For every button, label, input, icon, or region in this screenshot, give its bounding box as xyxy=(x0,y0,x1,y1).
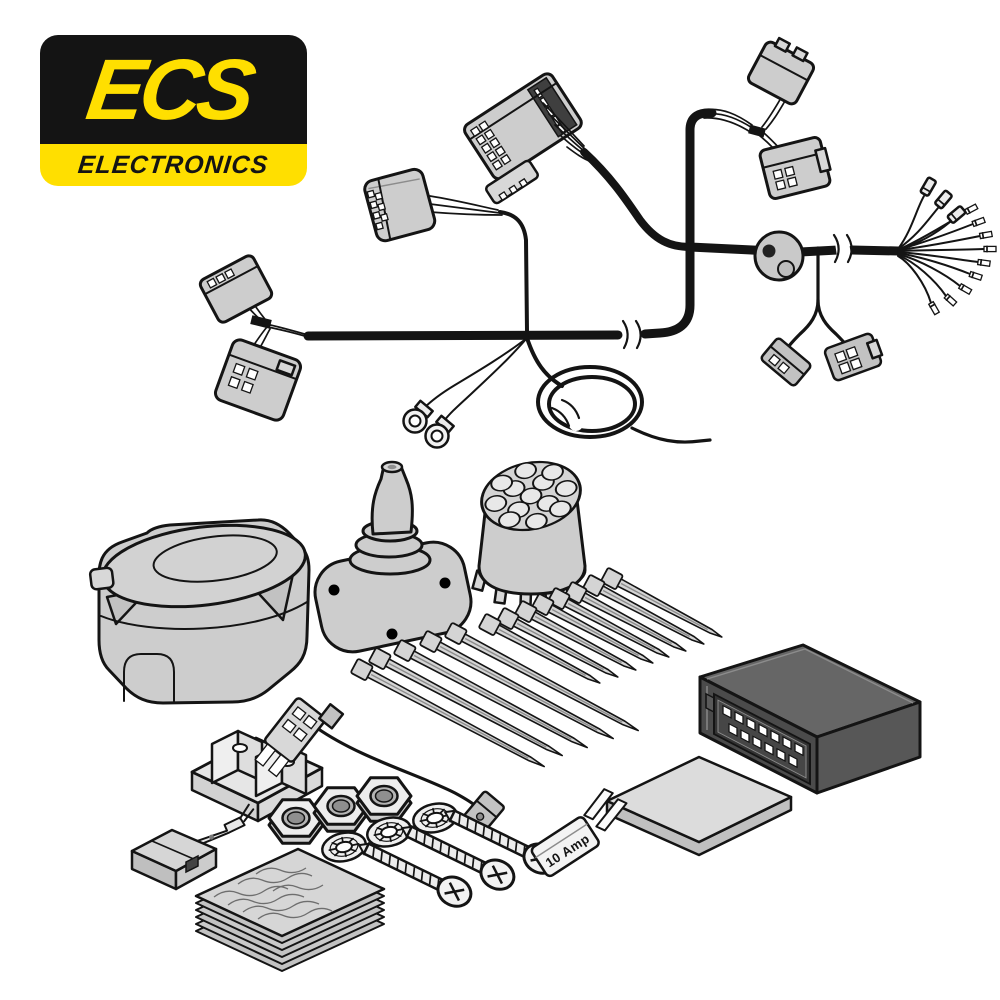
ecs-logo-band: ELECTRONICS xyxy=(40,144,307,186)
spade-terminals xyxy=(897,176,967,251)
socket-cover-lid xyxy=(88,523,307,609)
cable-ties xyxy=(350,567,723,768)
tape-marker xyxy=(250,315,272,329)
relay-cube-connector xyxy=(363,167,529,333)
ecs-logo-panel: ECS xyxy=(40,35,307,144)
rubber-grommet-with-plate xyxy=(313,460,473,654)
hex-nuts xyxy=(267,776,413,845)
connector-latch xyxy=(485,159,539,205)
ring-terminals xyxy=(402,337,528,449)
fuse-tap-with-lead xyxy=(254,697,505,834)
adhesive-foam-pad xyxy=(605,755,793,857)
tape-marker xyxy=(748,124,766,138)
13-pin-socket-housing-with-cover xyxy=(88,518,311,705)
harness-break-marks xyxy=(621,229,853,355)
16-pin-vehicle-connector xyxy=(463,72,593,205)
electronic-control-module xyxy=(698,643,922,795)
module-connector-port xyxy=(705,692,811,786)
branch-connectors-right xyxy=(760,246,884,387)
coiled-cable xyxy=(525,336,712,444)
firewall-grommet xyxy=(753,230,805,282)
connector-pair-left xyxy=(198,254,309,422)
mini-connector xyxy=(130,828,218,891)
ecs-logo: ECS ELECTRONICS xyxy=(40,35,307,186)
blade-fuse-10-amp: 10 Amp xyxy=(530,788,628,878)
connector-pair-top-right xyxy=(703,36,832,200)
13-pin-plug-insert xyxy=(471,460,587,611)
abrasive-pads-stack xyxy=(194,847,386,972)
